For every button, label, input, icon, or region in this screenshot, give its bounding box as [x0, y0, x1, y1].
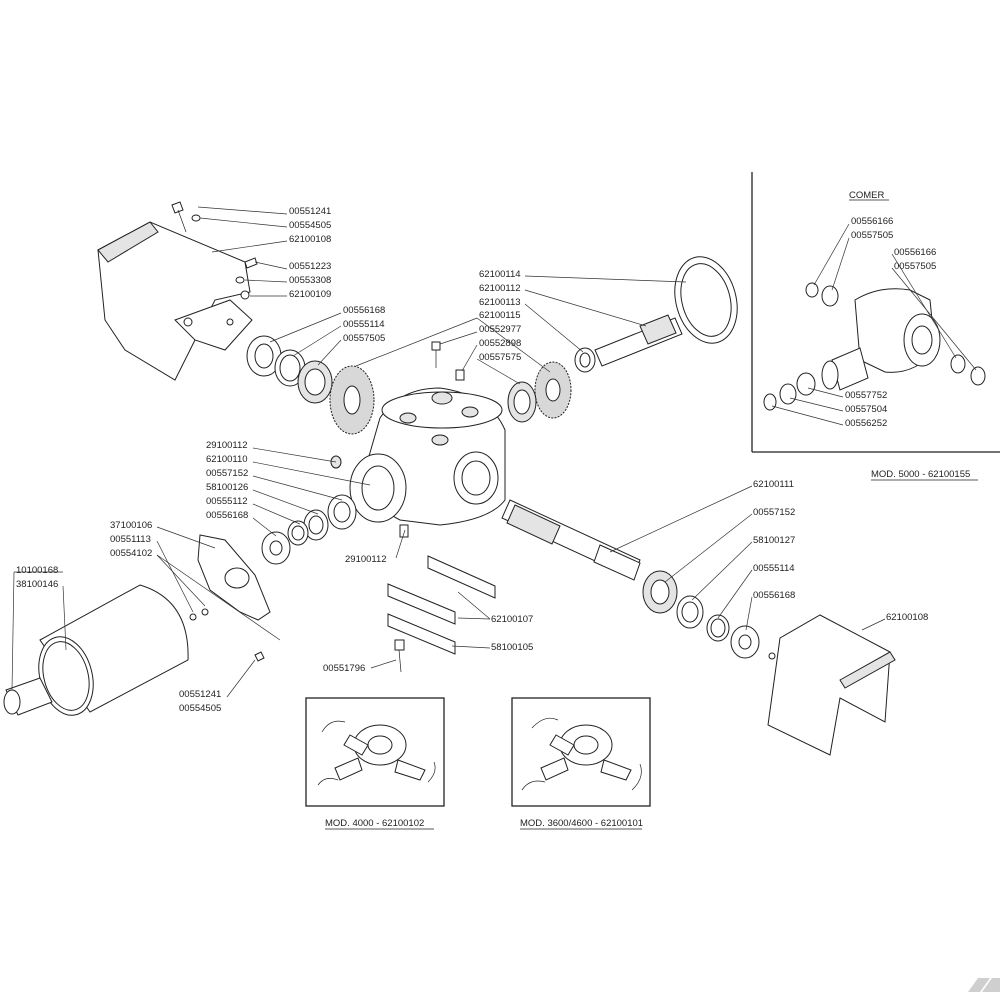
captions: COMER MOD. 5000 - 62100155 MOD. 4000 - 6… [325, 190, 978, 830]
part-label: 62100108 [886, 612, 928, 623]
part-label: 62100107 [491, 614, 533, 625]
inset-caption: MOD. 5000 - 62100155 [871, 469, 970, 480]
part-label: 00556168 [343, 305, 385, 316]
flange-plate [189, 534, 271, 621]
part-label: 00557575 [479, 352, 521, 363]
brand-logo-mark [968, 978, 1000, 992]
part-label: 00557504 [845, 404, 887, 415]
part-label: 38100146 [16, 579, 58, 590]
bearing-set-left-top [246, 335, 375, 435]
part-label: 00556168 [206, 510, 248, 521]
part-label: 00552898 [479, 338, 521, 349]
top-guard-bolts [171, 201, 258, 284]
part-label: 00551223 [289, 261, 331, 272]
part-label: 29100112 [206, 440, 248, 451]
part-label: 00555114 [753, 563, 795, 574]
part-label: 00557152 [206, 468, 248, 479]
part-label: 00553308 [289, 275, 331, 286]
inset-comer [751, 172, 1000, 453]
variant-caption-2: MOD. 3600/4600 - 62100101 [520, 818, 643, 829]
part-label: 62100112 [479, 283, 521, 294]
part-label: 00555114 [343, 319, 385, 330]
part-label: 00555112 [206, 496, 248, 507]
part-label: 62100108 [289, 234, 331, 245]
part-label: 58100105 [491, 642, 533, 653]
part-label: 29100112 [345, 554, 387, 565]
part-label: 00557752 [845, 390, 887, 401]
variant-caption-1: MOD. 4000 - 62100102 [325, 818, 424, 829]
part-label: 00552977 [479, 324, 521, 335]
part-label: 00554102 [110, 548, 152, 559]
gearbox-housing [349, 387, 506, 526]
part-label: 00551241 [179, 689, 221, 700]
support-brackets [254, 555, 496, 673]
part-label: 62100111 [753, 479, 794, 490]
top-guard [97, 221, 253, 381]
part-label: 62100115 [479, 310, 521, 321]
part-label: 62100113 [479, 297, 521, 308]
output-shaft-right [501, 499, 760, 659]
part-label: 58100127 [753, 535, 795, 546]
part-label: 10100168 [16, 565, 58, 576]
part-label: 00551796 [323, 663, 365, 674]
part-label: 00556166 [851, 216, 893, 227]
output-shaft-top [507, 256, 738, 423]
part-label: 00556252 [845, 418, 887, 429]
right-guard [767, 614, 896, 756]
part-label: 00556168 [753, 590, 795, 601]
part-label: 62100109 [289, 289, 331, 300]
part-label: 00554505 [179, 703, 221, 714]
part-label: 62100114 [479, 269, 521, 280]
part-label: 37100106 [110, 520, 152, 531]
part-label: 00551241 [289, 206, 331, 217]
bearing-set-left-input [261, 455, 357, 565]
part-labels: 00551241 00554505 62100108 00551223 0055… [16, 206, 936, 714]
variant-box-2 [511, 697, 651, 807]
part-label: 58100126 [206, 482, 248, 493]
part-label: 00557505 [851, 230, 893, 241]
part-label: 00554505 [289, 220, 331, 231]
housing-top-bolts [399, 341, 465, 538]
inset-title: COMER [849, 190, 885, 201]
part-label: 00557505 [894, 261, 936, 272]
variant-box-1 [305, 697, 445, 807]
part-label: 00556166 [894, 247, 936, 258]
part-label: 00557505 [343, 333, 385, 344]
part-label: 00551113 [110, 534, 151, 545]
inset-gearbox [763, 282, 986, 411]
shield-tube [3, 584, 189, 716]
leader-lines [11, 206, 977, 698]
part-label: 00557152 [753, 507, 795, 518]
part-label: 62100110 [206, 454, 248, 465]
